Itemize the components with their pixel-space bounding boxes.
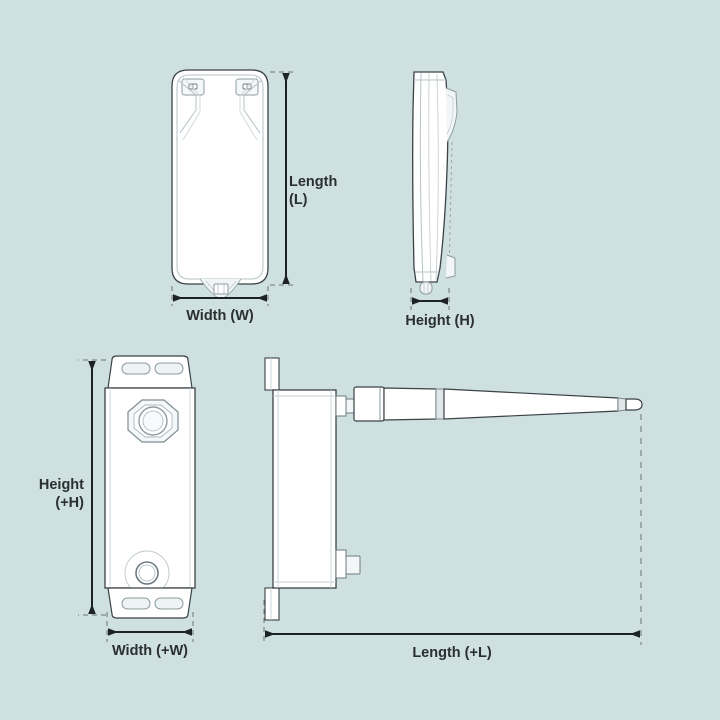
bottom-bracket-slot-left [121, 597, 151, 610]
antenna-base-connector [335, 395, 355, 417]
length-label-line1: Length [289, 174, 337, 190]
front-bevel-right-2 [239, 75, 259, 141]
antenna-tip-band [617, 397, 627, 412]
side-lower-tab [445, 254, 456, 279]
side-lower-connector [335, 549, 361, 579]
front-body-outline [171, 69, 269, 285]
antenna-side-body [272, 389, 337, 589]
side-contour-2 [428, 72, 432, 282]
side-bottom-bracket-tab [264, 587, 280, 621]
antenna-section-1 [383, 387, 437, 421]
side-bottom-gland [419, 281, 433, 295]
hex-nut-connector [127, 399, 179, 443]
front-bevel-left-2 [181, 75, 201, 141]
top-bracket-slot-right [154, 362, 184, 375]
front-view: Length (L) Width (W) [171, 69, 337, 324]
height-plus-label-line2: (+H) [55, 495, 84, 511]
bottom-port [124, 550, 170, 596]
length-plus-label: Length (+L) [412, 645, 492, 661]
front-bevel-right [243, 79, 263, 134]
side-contour-3 [435, 73, 439, 281]
side-edge-rail [448, 141, 453, 273]
length-label-line2: (L) [289, 192, 308, 208]
front-body-inner-outline [176, 74, 264, 280]
height-label: Height (H) [405, 313, 474, 329]
antenna-front-view: Height (+H) Width (+W) [39, 355, 196, 659]
antenna-tip [625, 398, 643, 411]
bottom-bracket-slot-right [154, 597, 184, 610]
side-top-bracket-tab [264, 357, 280, 391]
side-view: Height (H) [405, 71, 475, 329]
antenna-side-view: Length (+L) [263, 357, 643, 661]
side-mount-tab-inner [446, 94, 454, 135]
front-clip-right [235, 78, 259, 96]
height-plus-label-line1: Height [39, 477, 84, 493]
side-contour-1 [419, 72, 424, 282]
width-plus-label: Width (+W) [112, 643, 188, 659]
front-bevel-left [177, 79, 197, 134]
width-label: Width (W) [186, 308, 254, 324]
side-mount-tab [445, 87, 458, 143]
antenna-joint-band [435, 388, 445, 420]
top-bracket-slot-left [121, 362, 151, 375]
front-clip-left [181, 78, 205, 96]
